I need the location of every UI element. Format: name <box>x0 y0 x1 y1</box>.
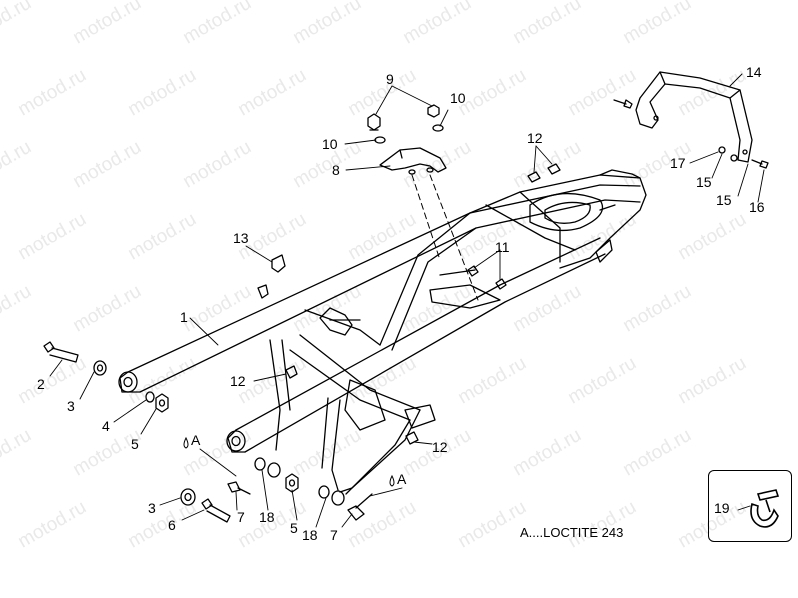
inset-box-part-19 <box>708 470 792 542</box>
washer-part-10-right <box>432 124 444 132</box>
spacer-part-3-lower <box>180 488 196 506</box>
bolt-part-7-right <box>347 493 373 521</box>
label-part-6: 6 <box>168 517 176 533</box>
clip-part-12-mid <box>285 365 298 379</box>
bolt-part-16 <box>751 159 769 169</box>
label-part-7-left: 7 <box>237 509 245 525</box>
frame-pivot-bushings <box>118 371 246 452</box>
bolt-part-2 <box>43 341 79 363</box>
label-part-7-right: 7 <box>330 527 338 543</box>
loctite-note: A....LOCTITE 243 <box>520 525 624 540</box>
bolt-part-9-right <box>427 104 440 118</box>
nut-part-5-lower <box>285 473 299 493</box>
label-part-5-lower: 5 <box>290 520 298 536</box>
loctite-mark-a-left: A <box>191 432 201 448</box>
clip-part-13 <box>257 254 286 299</box>
spacer-part-3-upper <box>93 360 107 376</box>
label-part-19: 19 <box>714 500 730 516</box>
frame-seat-rails <box>469 169 647 269</box>
washer-part-10-left <box>374 136 386 144</box>
label-part-14: 14 <box>746 64 762 80</box>
label-part-3-upper: 3 <box>67 398 75 414</box>
label-part-8: 8 <box>332 162 340 178</box>
washer-part-18-right <box>318 485 345 506</box>
washers-parts-15-17 <box>718 146 738 162</box>
washer-part-4 <box>145 391 155 403</box>
label-part-10-left: 10 <box>322 136 338 152</box>
drop-icon <box>183 436 189 449</box>
label-part-17: 17 <box>670 155 686 171</box>
label-part-13: 13 <box>233 230 249 246</box>
label-part-12-right: 12 <box>432 439 448 455</box>
label-part-16: 16 <box>749 199 765 215</box>
inset-clip-part-19 <box>750 489 780 528</box>
label-part-9: 9 <box>386 71 394 87</box>
loctite-mark-a-right: A <box>397 471 407 487</box>
loctite-drop-icons <box>183 436 395 487</box>
bracket-part-8 <box>379 147 447 175</box>
bolt-part-6 <box>201 498 231 523</box>
leader-lines <box>49 73 765 528</box>
bolt-part-9-left <box>367 113 381 131</box>
label-part-15-lower: 15 <box>716 192 732 208</box>
drop-icon <box>389 474 395 487</box>
assembly-dash-lines <box>411 174 479 301</box>
frame-right-rail <box>227 237 606 453</box>
label-part-2: 2 <box>37 376 45 392</box>
label-part-12-mid: 12 <box>230 373 246 389</box>
label-part-5-upper: 5 <box>131 436 139 452</box>
label-part-18-left: 18 <box>259 509 275 525</box>
clip-part-12-top <box>527 163 561 183</box>
nut-part-5-upper <box>155 393 169 413</box>
bolt-part-7-left <box>227 481 251 495</box>
label-part-10-right: 10 <box>450 90 466 106</box>
label-part-15-upper: 15 <box>696 174 712 190</box>
frame-inner-tubes <box>269 212 501 495</box>
label-part-18-right: 18 <box>302 527 318 543</box>
label-part-12-top: 12 <box>527 130 543 146</box>
label-part-11: 11 <box>495 239 510 255</box>
label-part-3-lower: 3 <box>148 500 156 516</box>
label-part-1: 1 <box>180 309 188 325</box>
grab-handle-part-14 <box>613 71 753 163</box>
washer-part-18-left <box>254 457 281 478</box>
label-part-4: 4 <box>102 418 110 434</box>
clip-part-12-right <box>405 431 419 445</box>
frame-left-rail <box>119 184 641 393</box>
